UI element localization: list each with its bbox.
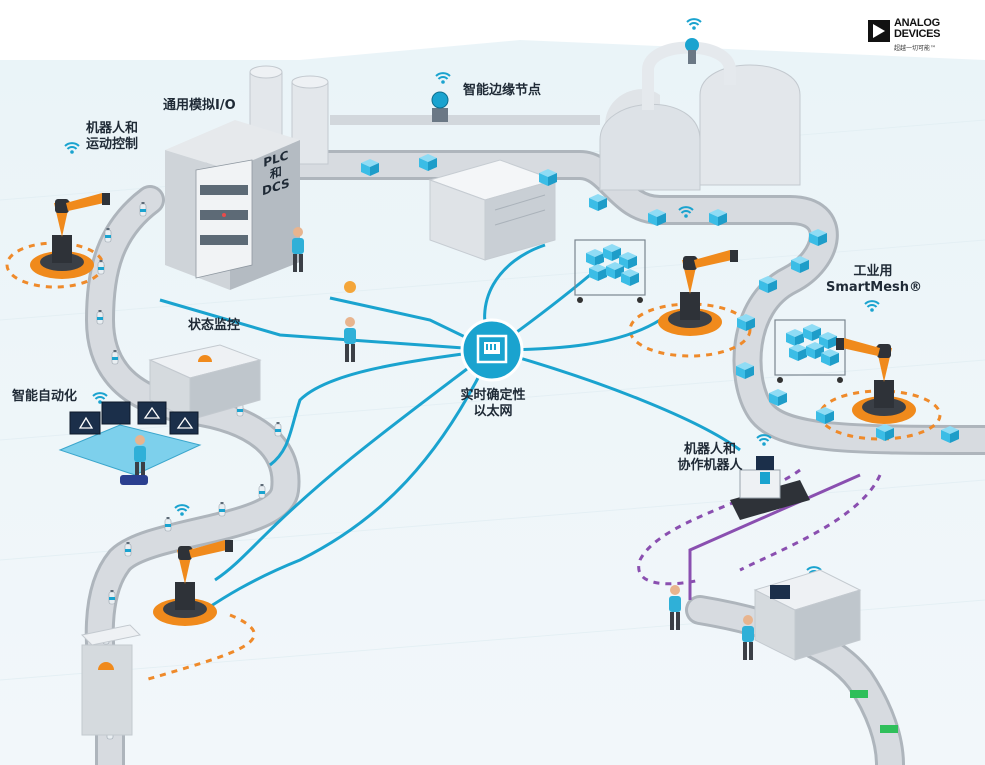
smartmesh-label-line2: SmartMesh®: [826, 280, 923, 295]
robot-motion-label: 机器人和 运动控制: [86, 121, 139, 152]
status-monitor-label: 状态监控: [188, 318, 241, 333]
smart-automation-label: 智能自动化: [12, 389, 78, 404]
analog-devices-triangle-icon: [868, 20, 890, 42]
analog-io-label: 通用模拟I/O: [163, 98, 236, 113]
ethernet-hub-icon: [460, 318, 524, 382]
analog-devices-logo: ANALOG DEVICES 超越一切可能™: [868, 18, 968, 52]
box-cart-1: [574, 239, 646, 303]
edge-node-sensor: [431, 72, 451, 122]
plc-cabinet: [165, 120, 300, 290]
cobots-label: 机器人和 协作机器人: [677, 442, 743, 473]
brand-name: ANALOG DEVICES: [894, 17, 941, 40]
automation-desk: [58, 401, 202, 485]
brand-tagline: 超越一切可能™: [894, 45, 937, 52]
inspection-machine: [148, 344, 262, 421]
tsn-label: 实时确定性 以太网: [460, 388, 526, 419]
end-of-line-machine: [80, 624, 142, 736]
plc-dcs-label: PLC 和 DCS: [262, 147, 290, 199]
cobot-agv: [730, 456, 810, 520]
edge-server: [428, 159, 557, 261]
packaging-station: [669, 569, 898, 733]
edge-node-label: 智能边缘节点: [463, 83, 542, 98]
smartmesh-label-line1: 工业用: [853, 264, 893, 279]
